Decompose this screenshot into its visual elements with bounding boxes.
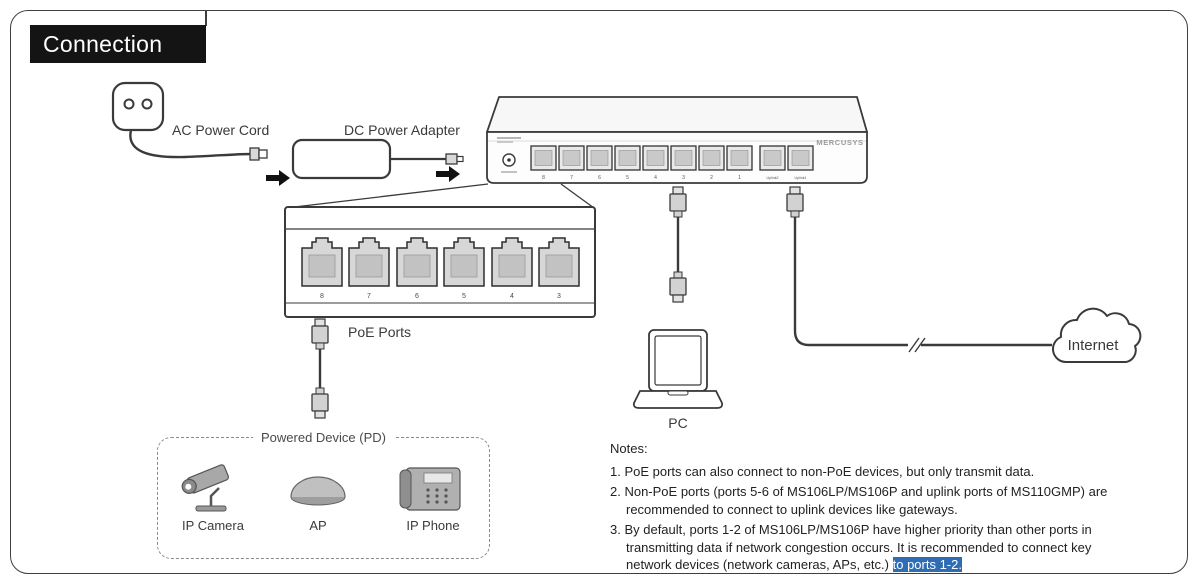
poe-ports-label: PoE Ports	[348, 324, 412, 340]
laptop-icon	[632, 329, 724, 409]
rj45-plug-icon	[789, 186, 801, 195]
zoom-callout-line	[285, 183, 489, 209]
svg-text:4: 4	[510, 293, 514, 300]
svg-text:2: 2	[710, 175, 713, 181]
poe-port: 4	[491, 237, 533, 300]
switch-port: 6	[586, 145, 613, 181]
svg-text:8: 8	[542, 175, 545, 181]
internet-label: Internet	[1067, 337, 1119, 354]
ac-power-cord-label: AC Power Cord	[172, 122, 270, 138]
switch-uplink-port: Uplink2	[759, 145, 786, 180]
svg-text:3: 3	[682, 175, 685, 181]
poe-port: 7	[348, 237, 390, 300]
svg-text:5: 5	[626, 175, 629, 181]
switch-top-face	[486, 96, 868, 133]
ip-phone-label: IP Phone	[406, 518, 460, 533]
note-item-3: 3. By default, ports 1-2 of MS106LP/MS10…	[610, 521, 1130, 574]
svg-text:1: 1	[738, 175, 741, 181]
rj45-plug-icon	[314, 318, 326, 327]
svg-text:8: 8	[320, 293, 324, 300]
switch-port: 1	[726, 145, 753, 181]
poe-ports-panel: 8 7 6 5 4	[284, 206, 596, 318]
svg-text:6: 6	[598, 175, 601, 181]
switch-uplink-port: Uplink1	[787, 145, 814, 180]
dc-barrel-connector	[445, 153, 464, 165]
dc-power-adapter-body	[291, 138, 392, 180]
arrow-right-icon	[436, 166, 460, 182]
svg-text:7: 7	[367, 293, 371, 300]
rj45-plug-icon	[314, 410, 326, 419]
switch-port: 2	[698, 145, 725, 181]
ip-camera-icon	[181, 464, 230, 512]
switch-port: 3	[670, 145, 697, 181]
rj45-plug-icon	[672, 186, 684, 195]
powered-device-label: Powered Device (PD)	[157, 430, 490, 445]
internet-cloud-icon	[1052, 307, 1142, 363]
poe-port: 3	[538, 237, 580, 300]
svg-text:5: 5	[462, 293, 466, 300]
svg-text:4: 4	[654, 175, 657, 181]
powered-device-box	[157, 437, 490, 559]
svg-text:Uplink1: Uplink1	[795, 176, 807, 180]
access-point-icon	[290, 476, 346, 506]
svg-text:7: 7	[570, 175, 573, 181]
ip-camera-label: IP Camera	[182, 518, 244, 533]
poe-port: 5	[443, 237, 485, 300]
ip-phone-icon	[399, 467, 461, 511]
notes-heading: Notes:	[610, 441, 648, 456]
section-title: Connection	[30, 25, 206, 63]
ac-cord-connector	[249, 147, 268, 161]
switch-port: 4	[642, 145, 669, 181]
pc-label: PC	[668, 415, 688, 431]
switch-port: 7	[558, 145, 585, 181]
ap-label: AP	[309, 518, 327, 533]
power-plug-icon	[111, 81, 165, 132]
note-item-3-text: 3. By default, ports 1-2 of MS106LP/MS10…	[610, 522, 1092, 573]
poe-port: 6	[396, 237, 438, 300]
pc-cable	[669, 186, 687, 303]
poe-port: 8	[301, 237, 343, 300]
notes-section: Notes: 1. PoE ports can also connect to …	[610, 440, 1130, 577]
page-border	[10, 10, 1188, 574]
svg-text:Uplink2: Uplink2	[767, 176, 779, 180]
switch: 8 7 6 5 4	[486, 96, 868, 184]
svg-text:6: 6	[415, 293, 419, 300]
arrow-right-icon	[266, 170, 290, 186]
ac-power-cord-cable	[129, 129, 252, 159]
dc-power-adapter-label: DC Power Adapter	[344, 122, 460, 138]
zoom-callout-line	[560, 183, 595, 209]
power-port-icon	[497, 137, 521, 173]
selected-text: to ports 1-2.	[892, 557, 962, 573]
brand-logo: MERCUSYS	[816, 138, 863, 147]
switch-port: 8	[530, 145, 557, 181]
internet-cable	[786, 186, 1052, 353]
note-item-2: 2. Non-PoE ports (ports 5-6 of MS106LP/M…	[610, 484, 1108, 517]
note-item-1: 1. PoE ports can also connect to non-PoE…	[610, 463, 1035, 479]
rj45-plug-icon	[672, 294, 684, 303]
switch-port: 5	[614, 145, 641, 181]
poe-device-cable	[311, 318, 329, 419]
svg-text:3: 3	[557, 293, 561, 300]
section-title-text: Connection	[43, 30, 163, 57]
header-tab-line	[205, 11, 207, 26]
